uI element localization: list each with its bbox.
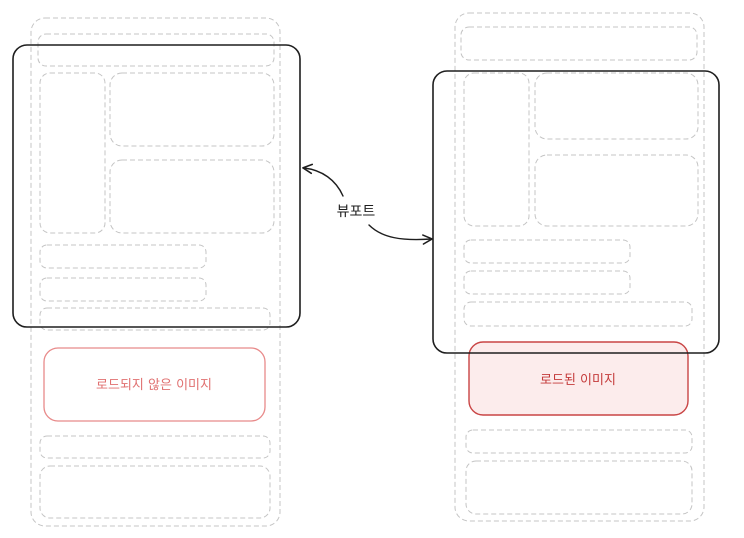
arrow-to-left-viewport (302, 163, 344, 197)
loaded-image-label: 로드된 이미지 (540, 373, 616, 388)
page-right-outline (454, 12, 705, 522)
page-left-line-4 (39, 435, 271, 459)
page-left-line-1 (39, 244, 207, 269)
page-left-outline (30, 17, 281, 527)
page-right-content-block-2 (534, 154, 699, 227)
page-right-header-block (460, 26, 698, 61)
page-left-header-block (37, 33, 275, 67)
arrow-to-right-viewport (368, 224, 433, 245)
page-right-line-1 (463, 239, 631, 264)
viewport-frame-left (12, 44, 301, 328)
page-left-sidebar-block (39, 72, 106, 234)
page-right-sidebar-block (463, 72, 530, 227)
page-right-content-block-1 (534, 72, 699, 140)
page-right-line-3 (463, 301, 693, 327)
page-right (454, 12, 705, 522)
page-right-line-4 (465, 429, 693, 454)
page-left-footer-block (39, 465, 271, 519)
viewport-frame-right (432, 70, 720, 354)
unloaded-image-label: 로드되지 않은 이미지 (96, 378, 212, 393)
unloaded-image-box (43, 347, 266, 422)
page-left-line-3 (39, 307, 271, 331)
viewport-label: 뷰포트 (337, 204, 376, 220)
page-left-line-2 (39, 277, 207, 302)
page-right-footer-block (465, 460, 693, 515)
page-left (30, 17, 281, 527)
loaded-image-box (468, 341, 689, 416)
page-left-content-block-2 (109, 159, 275, 234)
page-right-line-2 (463, 270, 631, 295)
page-left-content-block-1 (109, 72, 275, 147)
